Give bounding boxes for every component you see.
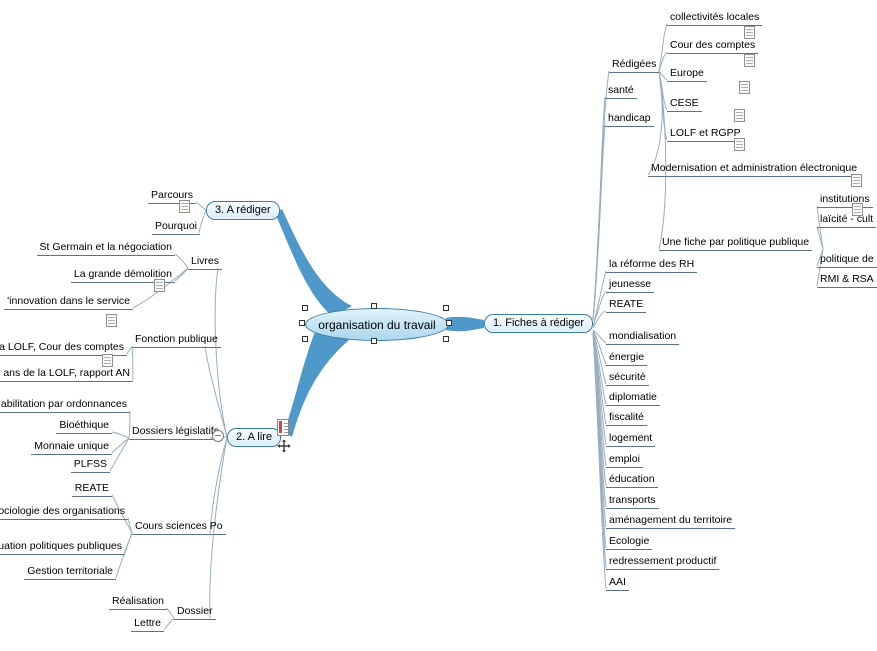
node-ecologie[interactable]: Ecologie xyxy=(606,534,653,550)
note-icon[interactable] xyxy=(102,354,113,367)
branch-shapes xyxy=(275,209,484,437)
selection-handle[interactable] xyxy=(446,320,452,326)
node-dossier[interactable]: Dossier xyxy=(174,604,216,620)
node-grande-demolition[interactable]: La grande démolition xyxy=(70,267,175,283)
node-st-germain[interactable]: St Germain et la négociation xyxy=(36,240,175,256)
node-redressement-productif[interactable]: redressement productif xyxy=(606,554,720,570)
node-logement[interactable]: logement xyxy=(606,431,656,447)
node-sante[interactable]: santé xyxy=(605,83,637,99)
selection-handle[interactable] xyxy=(299,320,305,326)
node-europe[interactable]: Europe xyxy=(667,66,707,82)
node-a-lire[interactable]: 2. A lire xyxy=(227,428,282,447)
node-innovation-service[interactable]: 'innovation dans le service xyxy=(4,294,133,310)
node-pourquoi[interactable]: Pourquoi xyxy=(151,219,200,235)
note-icon[interactable] xyxy=(739,81,750,94)
node-modernisation-admin[interactable]: Modernisation et administration électron… xyxy=(648,161,861,177)
note-icon[interactable] xyxy=(179,200,190,213)
selection-handle[interactable] xyxy=(443,336,449,342)
node-securite[interactable]: sécurité xyxy=(606,370,649,386)
node-lettre[interactable]: Lettre xyxy=(131,616,164,632)
node-reforme-rh[interactable]: la réforme des RH xyxy=(606,257,698,273)
node-monnaie-unique[interactable]: Monnaie unique xyxy=(31,439,112,455)
note-icon[interactable] xyxy=(851,174,862,187)
note-icon[interactable] xyxy=(744,26,755,39)
node-handicap[interactable]: handicap xyxy=(605,111,654,127)
root-node[interactable]: organisation du travail xyxy=(305,308,449,341)
node-reate-cours[interactable]: REATE xyxy=(71,481,112,497)
selection-handle[interactable] xyxy=(302,305,308,311)
node-habilitation-ordonnances[interactable]: abilitation par ordonnances xyxy=(0,397,130,413)
node-sociologie-organisations[interactable]: ociologie des organisations xyxy=(0,504,128,520)
selection-handle[interactable] xyxy=(371,338,377,344)
node-reate[interactable]: REATE xyxy=(606,297,647,313)
note-icon[interactable] xyxy=(106,314,117,327)
selection-handle[interactable] xyxy=(443,305,449,311)
move-cursor-icon xyxy=(277,439,291,453)
note-icon[interactable] xyxy=(852,203,863,216)
selection-handle[interactable] xyxy=(371,303,377,309)
node-fiscalite[interactable]: fiscalité xyxy=(606,410,648,426)
node-aai[interactable]: AAI xyxy=(606,575,629,591)
node-fonction-publique[interactable]: Fonction publique xyxy=(132,332,221,348)
note-icon[interactable] xyxy=(734,109,745,122)
node-realisation[interactable]: Réalisation xyxy=(109,594,167,610)
note-icon[interactable] xyxy=(744,54,755,67)
node-cour-des-comptes[interactable]: Cour des comptes xyxy=(667,38,759,54)
node-politique-de[interactable]: politique de xyxy=(817,252,877,268)
node-bioethique[interactable]: Bioéthique xyxy=(56,418,112,434)
note-icon[interactable] xyxy=(734,138,745,151)
edge-curves xyxy=(109,23,824,631)
node-education[interactable]: éducation xyxy=(606,472,658,488)
node-laicite[interactable]: laïcité - cult xyxy=(817,212,877,228)
node-rmi-rsa[interactable]: RMI & RSA xyxy=(817,272,877,288)
node-lolf-cour-comptes[interactable]: la LOLF, Cour des comptes xyxy=(0,340,127,356)
node-livres[interactable]: Livres xyxy=(188,254,223,270)
node-lolf-rgpp[interactable]: LOLF et RGPP xyxy=(667,126,744,142)
node-transports[interactable]: transports xyxy=(606,493,659,509)
paste-drag-icon xyxy=(277,419,289,436)
node-emploi[interactable]: emploi xyxy=(606,452,643,468)
node-jeunesse[interactable]: jeunesse xyxy=(606,277,655,293)
node-parcours[interactable]: Parcours xyxy=(147,188,196,204)
node-plfss[interactable]: PLFSS xyxy=(70,457,110,473)
node-cours-sciences-po[interactable]: Cours sciences Po xyxy=(132,519,226,535)
node-redigees[interactable]: Rédigées xyxy=(609,57,660,73)
node-diplomatie[interactable]: diplomatie xyxy=(606,390,660,406)
node-dossiers-legislatifs[interactable]: Dossiers législatifs xyxy=(129,424,222,440)
collapse-minus-icon[interactable] xyxy=(212,430,224,442)
node-fiche-politique-publique[interactable]: Une fiche par politique publique xyxy=(659,235,813,251)
node-cese[interactable]: CESE xyxy=(667,96,702,112)
node-institutions[interactable]: institutions xyxy=(817,192,873,208)
node-amenagement-territoire[interactable]: aménagement du territoire xyxy=(606,513,736,529)
node-lolf-rapport-an[interactable]: ans de la LOLF, rapport AN xyxy=(0,366,133,382)
node-gestion-territoriale[interactable]: Gestion territoriale xyxy=(24,564,116,580)
node-a-rediger[interactable]: 3. A rédiger xyxy=(206,201,280,220)
node-evaluation-politiques[interactable]: uation politiques publiques xyxy=(0,539,125,555)
note-icon[interactable] xyxy=(154,279,165,292)
node-mondialisation[interactable]: mondialisation xyxy=(606,329,680,345)
node-collectivites-locales[interactable]: collectivités locales xyxy=(667,10,763,26)
node-fiches-a-rediger[interactable]: 1. Fiches à rédiger xyxy=(484,314,594,333)
selection-handle[interactable] xyxy=(302,336,308,342)
node-energie[interactable]: énergie xyxy=(606,350,648,366)
